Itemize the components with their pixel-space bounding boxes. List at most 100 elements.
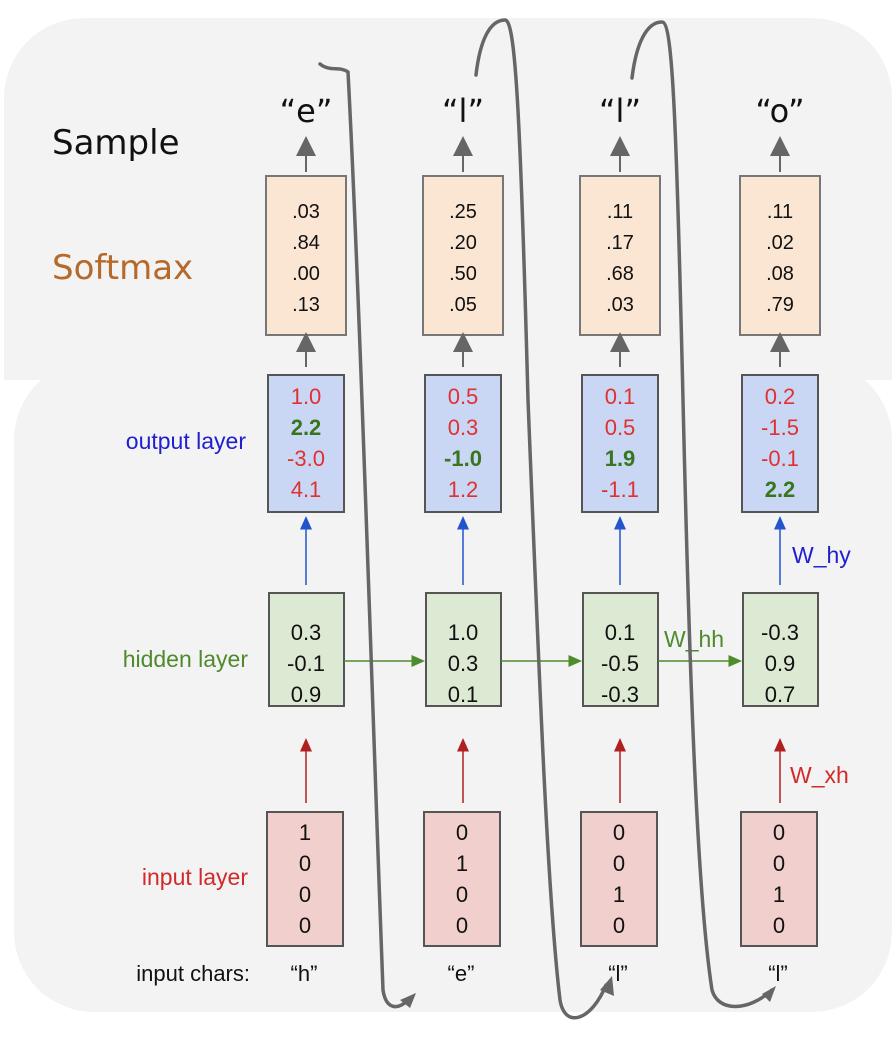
hidden-value: -0.3	[601, 682, 639, 707]
hidden-layer-label: hidden layer	[123, 646, 249, 672]
hidden-box	[425, 592, 502, 707]
output-layer-label: output layer	[126, 428, 247, 454]
output-value: 0.5	[605, 415, 636, 440]
softmax-value: .00	[292, 263, 320, 285]
input-value: 1	[773, 882, 785, 907]
softmax-value: .11	[767, 201, 793, 223]
softmax-value: .02	[766, 232, 794, 254]
softmax-box	[422, 175, 504, 336]
input-char: “l”	[608, 961, 628, 986]
timestep-column-3: “l” .11 .17 .68 .03 0.1 0.5 1.9 -1.1 0.1 -0.5 -0.3 0…	[579, 92, 742, 986]
input-value: 0	[299, 882, 311, 907]
input-value: 0	[456, 820, 468, 845]
output-value: 1.2	[448, 477, 479, 502]
softmax-box	[739, 175, 821, 336]
input-value: 0	[773, 820, 785, 845]
input-value: 0	[456, 882, 468, 907]
output-value-max: 1.9	[605, 446, 636, 471]
softmax-value: .17	[606, 232, 634, 254]
timestep-column-1: “e” .03 .84 .00 .13 1.0 2.2 -3.0 4.1 0.3 -0.1 0.9 1 0…	[265, 92, 425, 986]
output-value: -1.1	[601, 477, 639, 502]
softmax-value: .13	[292, 294, 320, 316]
output-value: 0.2	[765, 384, 796, 409]
output-value: 1.0	[291, 384, 322, 409]
hidden-value: 0.7	[765, 682, 796, 707]
w-xh-label: W_xh	[790, 762, 849, 788]
output-box	[581, 374, 659, 513]
output-value-max: 2.2	[765, 477, 796, 502]
softmax-value: .68	[606, 263, 634, 285]
output-box	[424, 374, 502, 513]
sample-char: “o”	[755, 92, 804, 130]
softmax-value: .05	[449, 294, 477, 316]
w-hy-label: W_hy	[792, 542, 851, 568]
hidden-value: 0.9	[291, 682, 322, 707]
softmax-value: .84	[292, 232, 320, 254]
hidden-box	[742, 592, 819, 707]
hidden-value: -0.5	[601, 651, 639, 676]
hidden-value: -0.3	[761, 620, 799, 645]
hidden-value: -0.1	[287, 651, 325, 676]
softmax-value: .79	[766, 294, 794, 316]
hidden-value: 0.3	[291, 620, 322, 645]
softmax-value: .08	[766, 263, 794, 285]
feedback-arrow-2	[474, 18, 608, 1020]
input-value: 0	[773, 851, 785, 876]
output-box	[267, 374, 345, 513]
hidden-value: 0.3	[448, 651, 479, 676]
output-value: 4.1	[291, 477, 322, 502]
hidden-value: 0.1	[605, 620, 636, 645]
input-box	[580, 811, 658, 947]
feedback-arrow-1	[318, 62, 410, 1009]
softmax-box	[579, 175, 661, 336]
input-layer-label: input layer	[142, 864, 248, 890]
output-value-max: 2.2	[291, 415, 322, 440]
input-value: 0	[456, 913, 468, 938]
softmax-value: .20	[449, 232, 477, 254]
sample-char: “l”	[599, 92, 641, 130]
softmax-value: .25	[449, 201, 477, 223]
output-value: 0.5	[448, 384, 479, 409]
hidden-value: 0.9	[765, 651, 796, 676]
softmax-box	[265, 175, 347, 336]
input-value: 0	[613, 913, 625, 938]
input-value: 0	[299, 913, 311, 938]
softmax-label: Softmax	[52, 248, 193, 288]
input-value: 1	[456, 851, 468, 876]
sample-char: “l”	[442, 92, 484, 130]
feedback-arrow-3	[630, 20, 774, 1009]
input-box	[740, 811, 818, 947]
sample-feedback-arrows	[318, 18, 776, 1020]
hidden-box	[582, 592, 659, 707]
softmax-value: .50	[449, 263, 477, 285]
input-char: “l”	[768, 961, 788, 986]
input-chars-label: input chars:	[136, 961, 250, 986]
input-value: 0	[613, 820, 625, 845]
timestep-column-2: “l”.25.20.50.050.50.3-1.01.21.00.30.1010…	[422, 92, 582, 986]
softmax-value: .11	[607, 201, 633, 223]
sample-label: Sample	[52, 123, 179, 163]
timestep-column-4: “o” .11 .02 .08 .79 0.2 -1.5 -0.1 2.2 -0.3 0.9 0.7 0…	[739, 92, 821, 986]
hidden-value: 0.1	[448, 682, 479, 707]
softmax-value: .03	[606, 294, 634, 316]
input-value: 0	[613, 851, 625, 876]
input-value: 1	[299, 820, 311, 845]
hidden-box	[268, 592, 345, 707]
output-value: -0.1	[761, 446, 799, 471]
output-value: -1.5	[761, 415, 799, 440]
input-value: 0	[299, 851, 311, 876]
sample-char: “e”	[280, 92, 333, 130]
input-char: “h”	[291, 961, 318, 986]
softmax-value: .03	[292, 201, 320, 223]
hidden-value: 1.0	[448, 620, 479, 645]
output-value: 0.3	[448, 415, 479, 440]
output-value: 0.1	[605, 384, 636, 409]
input-value: 0	[773, 913, 785, 938]
input-value: 1	[613, 882, 625, 907]
input-box	[266, 811, 344, 947]
output-box	[741, 374, 819, 513]
output-value: -3.0	[287, 446, 325, 471]
input-box	[423, 811, 501, 947]
w-hh-label: W_hh	[664, 626, 724, 652]
